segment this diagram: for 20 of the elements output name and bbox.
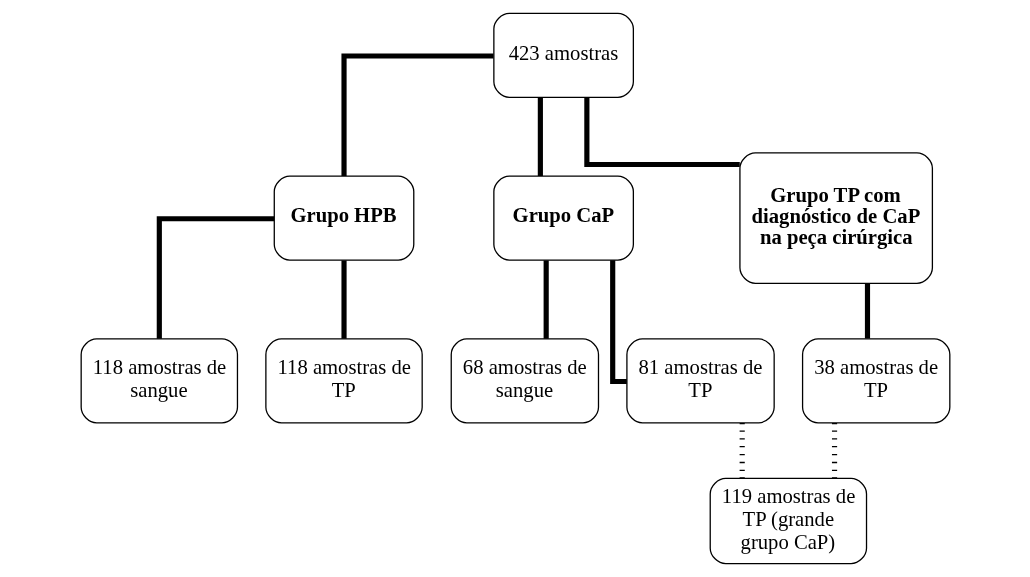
connector: [583, 97, 740, 168]
connector: [340, 260, 347, 339]
node-box: 81 amostras de TP: [625, 338, 775, 424]
node-box: 68 amostras de sangue: [450, 338, 599, 424]
connector: [537, 97, 543, 176]
node-box: 38 amostras de TP: [801, 338, 950, 424]
node-box: Grupo HPB: [273, 175, 414, 261]
node-box: 118 amostras de TP: [264, 338, 423, 424]
connector: [609, 260, 627, 385]
connector: [739, 422, 745, 478]
connector: [340, 53, 494, 176]
connector: [156, 216, 274, 339]
node-box: 118 amostras de sangue: [80, 338, 238, 424]
connector: [543, 260, 549, 339]
node-box: Grupo CaP: [492, 175, 634, 261]
node-box: 119 amostras de TP (grande grupo CaP): [709, 477, 867, 565]
connector: [864, 283, 870, 339]
node-box: 423 amostras: [492, 12, 634, 98]
connector: [831, 422, 837, 478]
node-box: Grupo TP com diagnóstico de CaP na peça cirúrgica: [738, 152, 933, 284]
